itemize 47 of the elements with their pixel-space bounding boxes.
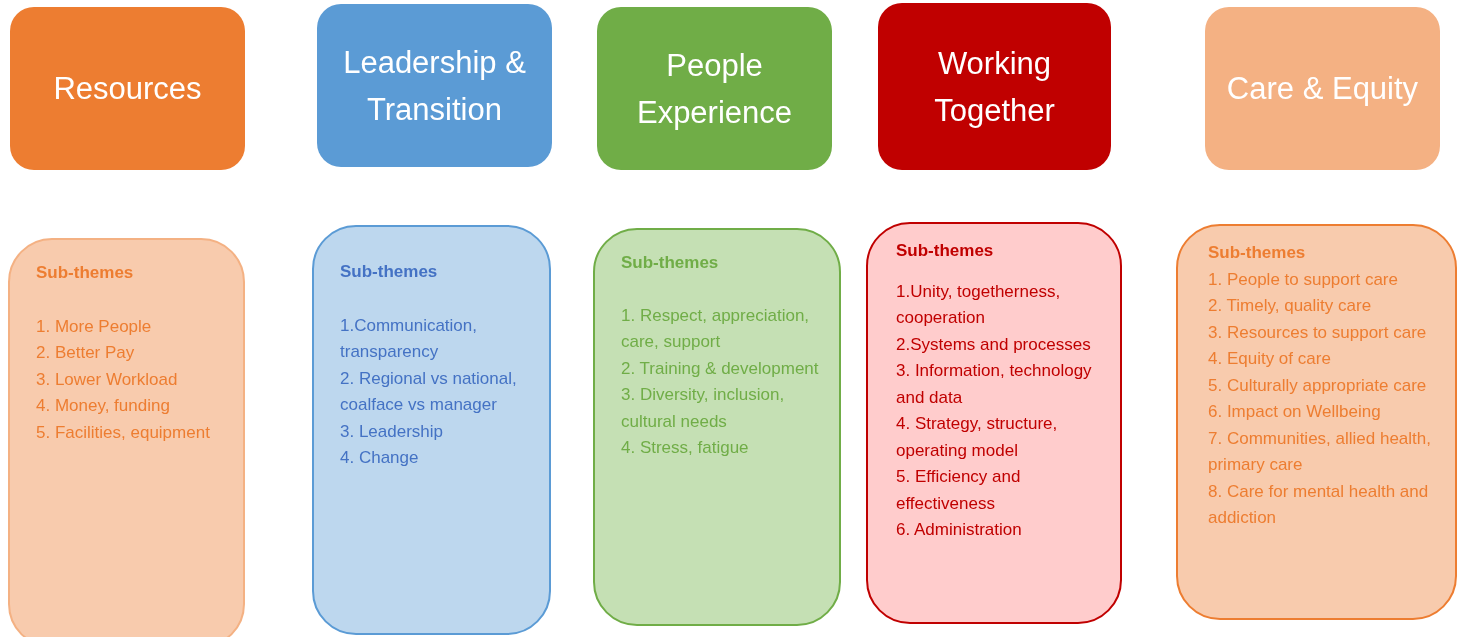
theme-box [878, 3, 1111, 170]
theme-box [317, 4, 552, 167]
sub-theme-item: 1. Respect, appreciation, care, support [621, 304, 811, 353]
sub-theme-item: 2.Systems and processes [896, 333, 1092, 356]
sub-theme-card [1176, 224, 1457, 620]
sub-theme-item: 5. Facilities, equipment [36, 421, 211, 444]
sub-theme-item: 3. Lower Workload [36, 368, 179, 391]
sub-theme-item: 5. Efficiency and effectiveness [896, 466, 1022, 515]
theme-box [597, 7, 832, 170]
sub-theme-item: 3. Information, technology and data [896, 360, 1093, 409]
sub-theme-item: 7. Communities, allied health, primary care [1208, 427, 1432, 476]
sub-theme-item: 1. People to support care [1208, 268, 1399, 291]
sub-theme-item: 4. Money, funding [36, 395, 171, 417]
sub-themes-heading: Sub-themes [36, 262, 135, 284]
sub-theme-item: 1.Unity, togetherness, cooperation [896, 280, 1062, 329]
sub-themes-heading: Sub-themes [621, 252, 720, 274]
sub-theme-item: 8. Care for mental health and addiction [1208, 480, 1430, 529]
theme-title: Leadership & Transition [342, 43, 527, 129]
sub-themes-heading: Sub-themes [896, 240, 995, 262]
sub-theme-item: 4. Strategy, structure, operating model [896, 413, 1059, 462]
sub-theme-item: 2. Better Pay [36, 342, 136, 364]
theme-title: Resources [53, 70, 202, 108]
sub-theme-item: 2. Training & development [621, 357, 819, 380]
sub-theme-item: 1. More People [36, 315, 153, 338]
theme-title: Care & Equity [1226, 70, 1419, 108]
sub-theme-card [312, 225, 551, 635]
sub-theme-item: 3. Diversity, inclusion, cultural needs [621, 384, 786, 433]
theme-box [1205, 7, 1440, 170]
sub-theme-item: 4. Change [340, 447, 420, 469]
theme-title: People Experience [635, 46, 794, 132]
theme-title: Working Together [933, 44, 1056, 130]
sub-theme-item: 3. Resources to support care [1208, 321, 1428, 344]
sub-theme-item: 3. Leadership [340, 420, 445, 443]
theme-box [10, 7, 245, 170]
sub-theme-item: 2. Regional vs national, coalface vs manager [340, 367, 518, 416]
sub-theme-item: 5. Culturally appropriate care [1208, 374, 1428, 397]
sub-themes-heading: Sub-themes [1208, 242, 1307, 264]
sub-theme-item: 4. Stress, fatigue [621, 437, 750, 459]
sub-theme-item: 1.Communication, transparency [340, 314, 478, 363]
sub-theme-item: 6. Impact on Wellbeing [1208, 401, 1382, 423]
sub-themes-heading: Sub-themes [340, 261, 439, 283]
sub-theme-card [866, 222, 1122, 624]
sub-theme-card [593, 228, 841, 626]
sub-theme-item: 2. Timely, quality care [1208, 295, 1373, 317]
sub-theme-item: 6. Administration [896, 519, 1023, 541]
sub-theme-item: 4. Equity of care [1208, 348, 1332, 370]
sub-theme-card [8, 238, 245, 637]
